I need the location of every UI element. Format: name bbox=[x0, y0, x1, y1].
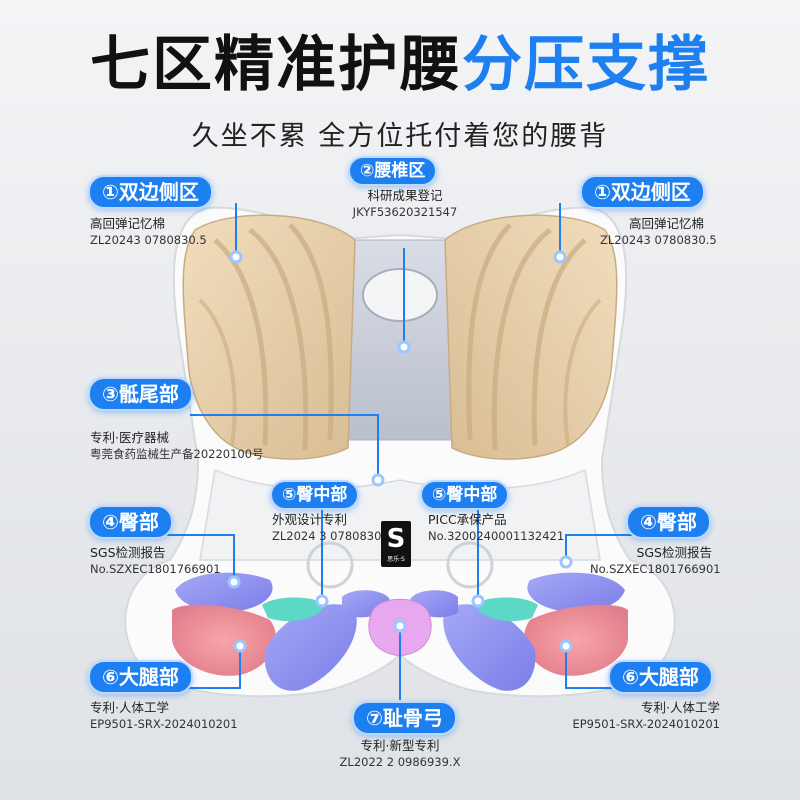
zone3-line2: 粤莞食药监械生产备20220100号 bbox=[90, 447, 264, 461]
right-side-cushion bbox=[444, 214, 618, 460]
zone7-line1: 专利·新型专利 bbox=[360, 738, 440, 753]
leader-dots bbox=[227, 250, 573, 653]
subtitle: 久坐不累 全方位托付着您的腰背 bbox=[191, 121, 609, 152]
zone4-right-line1: SGS检测报告 bbox=[636, 545, 712, 560]
zone2-line2: JKYF53620321547 bbox=[352, 205, 458, 219]
zone1-left-desc: 高回弹记忆棉 ZL20243 0780830.5 bbox=[90, 216, 207, 248]
zone3-desc: 专利·医疗器械 粤莞食药监械生产备20220100号 bbox=[90, 430, 264, 462]
zone1-right-desc: 高回弹记忆棉 ZL20243 0780830.5 bbox=[600, 216, 717, 248]
zone7-desc: 专利·新型专利 ZL2022 2 0986939.X bbox=[320, 738, 480, 770]
zone5-right-line2: No.3200240001132421 bbox=[428, 529, 565, 543]
brand-logo: S 思乐·S bbox=[381, 521, 411, 567]
right-hip-zone bbox=[527, 572, 625, 612]
zone5-left-label: ⑤臀中部 bbox=[270, 480, 360, 510]
zone2-line1: 科研成果登记 bbox=[367, 188, 443, 203]
zone4-right-desc: SGS检测报告 No.SZXEC1801766901 bbox=[590, 545, 721, 577]
headline: 七区精准护腰分压支撑 bbox=[0, 30, 800, 100]
brand-logo-letter: S bbox=[386, 524, 406, 554]
zone4-left-label: ④臀部 bbox=[88, 505, 173, 539]
left-inner-thigh-zone bbox=[264, 604, 357, 691]
zone2-label: ②腰椎区 bbox=[348, 156, 438, 186]
zone5-left-line1: 外观设计专利 bbox=[272, 512, 348, 527]
zone4-right-line2: No.SZXEC1801766901 bbox=[590, 562, 721, 576]
zone6-left-line1: 专利·人体工学 bbox=[90, 700, 169, 715]
zone5-right-label: ⑤臀中部 bbox=[420, 480, 510, 510]
headline-blue: 分压支撑 bbox=[462, 30, 710, 100]
zone4-left-desc: SGS检测报告 No.SZXEC1801766901 bbox=[90, 545, 221, 577]
zone1-left-line2: ZL20243 0780830.5 bbox=[90, 233, 207, 247]
zone4-left-line1: SGS检测报告 bbox=[90, 545, 166, 560]
zone1-right-label: ①双边侧区 bbox=[580, 175, 705, 209]
zone6-right-label: ⑥大腿部 bbox=[608, 660, 713, 694]
zone4-left-line2: No.SZXEC1801766901 bbox=[90, 562, 221, 576]
zone7-label: ⑦耻骨弓 bbox=[352, 701, 457, 735]
headline-dark: 七区精准护腰 bbox=[90, 30, 462, 100]
zone3-line1: 专利·医疗器械 bbox=[90, 430, 169, 445]
zone3-label: ③骶尾部 bbox=[88, 377, 193, 411]
left-hip-zone bbox=[175, 572, 273, 612]
zone6-right-line1: 专利·人体工学 bbox=[641, 700, 720, 715]
left-teal-zone bbox=[262, 597, 325, 622]
zone5-left-line2: ZL2024 3 0780830.5 bbox=[272, 529, 393, 543]
zone2-desc: 科研成果登记 JKYF53620321547 bbox=[330, 188, 480, 220]
zone4-right-label: ④臀部 bbox=[626, 505, 711, 539]
zone1-left-label: ①双边侧区 bbox=[88, 175, 213, 209]
right-inner-thigh-zone bbox=[443, 604, 536, 691]
left-thigh-zone-pink bbox=[172, 604, 276, 676]
zone1-right-line2: ZL20243 0780830.5 bbox=[600, 233, 717, 247]
zone1-left-line1: 高回弹记忆棉 bbox=[90, 216, 166, 231]
zone5-right-desc: PICC承保产品 No.3200240001132421 bbox=[428, 512, 564, 544]
zone6-left-desc: 专利·人体工学 EP9501-SRX-2024010201 bbox=[90, 700, 238, 732]
zone6-left-label: ⑥大腿部 bbox=[88, 660, 193, 694]
zone6-right-desc: 专利·人体工学 EP9501-SRX-2024010201 bbox=[556, 700, 720, 732]
zone5-right-line1: PICC承保产品 bbox=[428, 512, 507, 527]
zone6-right-line2: EP9501-SRX-2024010201 bbox=[572, 717, 720, 731]
brand-logo-caption: 思乐·S bbox=[387, 556, 405, 563]
right-thigh-zone-pink bbox=[524, 604, 628, 676]
right-teal-zone bbox=[475, 597, 538, 622]
leader-lines bbox=[160, 203, 640, 700]
lumbar-hole bbox=[362, 268, 438, 322]
zone5-left-desc: 外观设计专利 ZL2024 3 0780830.5 bbox=[272, 512, 392, 544]
zone1-right-line1: 高回弹记忆棉 bbox=[628, 216, 704, 231]
left-side-cushion bbox=[182, 214, 356, 460]
zone7-line2: ZL2022 2 0986939.X bbox=[339, 755, 461, 769]
zone6-left-line2: EP9501-SRX-2024010201 bbox=[90, 717, 238, 731]
